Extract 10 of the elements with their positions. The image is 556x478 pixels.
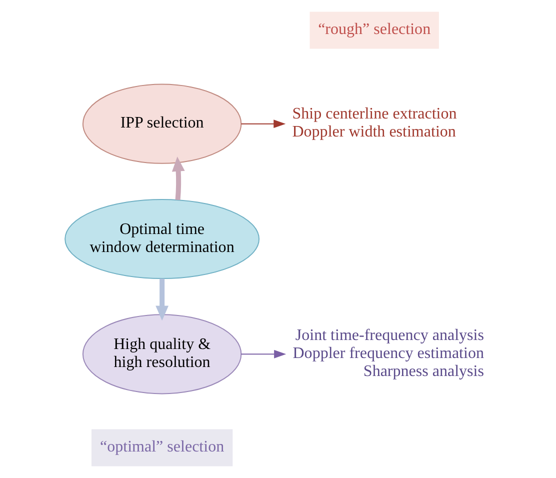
arrow: [240, 350, 286, 358]
arrow: [240, 120, 286, 128]
node-ellipse: High quality & high resolution: [82, 314, 242, 394]
arrow: [155, 278, 168, 321]
node-text: Ship centerline extraction Doppler width estimation: [292, 106, 456, 141]
node-text: Joint time-frequency analysis Doppler frequency estimation Sharpness analysis: [292, 326, 484, 380]
node-ellipse: IPP selection: [82, 84, 242, 164]
node-ellipse: Optimal time window determination: [64, 198, 260, 280]
arrow: [171, 156, 184, 200]
node-box: “rough” selection: [309, 12, 438, 49]
